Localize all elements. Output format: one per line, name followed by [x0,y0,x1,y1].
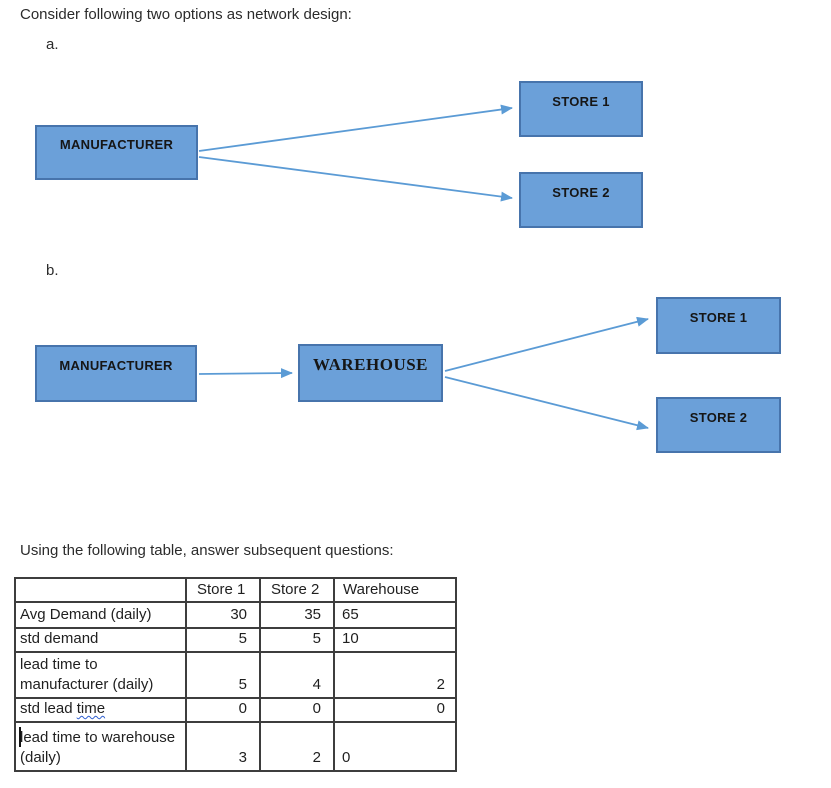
row-label-text: lead time to warehouse (daily) [20,729,176,766]
diagram-b-store1-box: STORE 1 [656,297,781,354]
demand-lead-time-table: Store 1 Store 2 Warehouse Avg Demand (da… [14,577,457,772]
arrow-b-manufacturer-to-warehouse [198,368,293,379]
cell-store1: 5 [185,627,261,653]
row-label: Avg Demand (daily) [14,601,187,629]
intro-text: Consider following two options as networ… [20,6,352,23]
header-store1: Store 1 [185,577,261,603]
table-row: lead time to manufacturer (daily) 5 4 2 [14,650,457,699]
diagram-a-store2-label: STORE 2 [552,184,610,200]
diagram-a-store1-box: STORE 1 [519,81,643,137]
diagram-a-store2-box: STORE 2 [519,172,643,228]
misspelled-word: time [76,699,106,717]
arrow-b-warehouse-to-store2 [444,376,649,431]
diagram-a-manufacturer-label: MANUFACTURER [59,137,174,152]
header-store2: Store 2 [259,577,335,603]
text-cursor [19,726,21,747]
arrow-b-warehouse-to-store1 [444,316,649,372]
diagram-b-manufacturer-box: MANUFACTURER [35,345,197,402]
row-label: std demand [14,627,187,653]
table-header-row: Store 1 Store 2 Warehouse [14,577,457,603]
arrow-a-manufacturer-to-store2 [198,156,513,202]
cell-store2: 4 [259,650,335,699]
cell-store2: 5 [259,627,335,653]
table-row: lead time to warehouse (daily) 3 2 0 [14,720,457,772]
cell-store1: 30 [185,601,261,629]
cell-store1: 0 [185,696,261,723]
cell-warehouse: 10 [333,627,457,653]
cell-store2: 35 [259,601,335,629]
table-row: std demand 5 5 10 [14,627,457,653]
diagram-b-manufacturer-label: MANUFACTURER [59,358,173,373]
cell-store1: 5 [185,650,261,699]
cell-store2: 0 [259,696,335,723]
row-label: std lead time [14,696,187,723]
arrow-a-manufacturer-to-store1 [198,104,513,152]
diagram-b-store2-box: STORE 2 [656,397,781,453]
diagram-b-store2-label: STORE 2 [689,409,748,425]
row-label-text: std lead [20,699,77,717]
diagram-b-warehouse-label: WAREHOUSE [312,355,429,374]
row-label: lead time to warehouse (daily) [14,720,187,772]
cell-store2: 2 [259,720,335,772]
option-a-label: a. [46,36,59,53]
cell-warehouse: 2 [333,650,457,699]
diagram-b-warehouse-box: WAREHOUSE [298,344,443,402]
option-b-label: b. [46,262,59,279]
diagram-a-store1-label: STORE 1 [552,93,610,109]
table-intro-text: Using the following table, answer subseq… [20,542,394,559]
table-row: std lead time 0 0 0 [14,696,457,723]
cell-warehouse: 0 [333,696,457,723]
cell-store1: 3 [185,720,261,772]
diagram-a-manufacturer-box: MANUFACTURER [35,125,198,180]
table-row: Avg Demand (daily) 30 35 65 [14,601,457,629]
header-blank [14,577,187,603]
cell-warehouse: 65 [333,601,457,629]
diagram-b-store1-label: STORE 1 [689,310,748,325]
cell-warehouse: 0 [333,720,457,772]
header-warehouse: Warehouse [333,577,457,603]
row-label: lead time to manufacturer (daily) [14,650,187,699]
